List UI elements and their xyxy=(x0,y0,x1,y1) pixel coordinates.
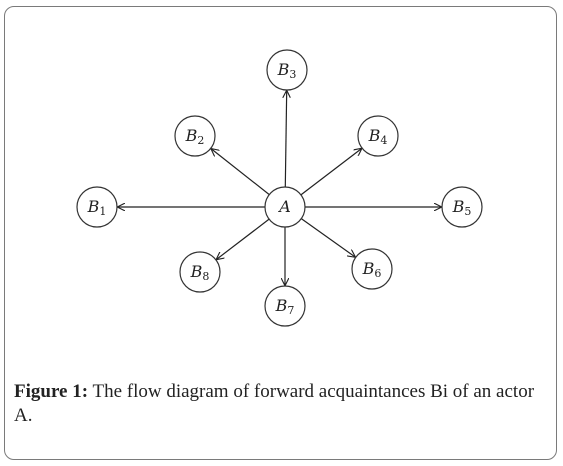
edge-a-to-b4 xyxy=(300,149,361,196)
node-b7: B7 xyxy=(264,285,306,327)
edge-a-to-b6 xyxy=(300,218,355,257)
caption-label: Figure 1: xyxy=(14,381,89,402)
node-circle xyxy=(179,251,221,293)
node-a: A xyxy=(264,186,306,228)
node-circle xyxy=(441,186,483,228)
node-circle xyxy=(174,115,216,157)
node-circle xyxy=(264,186,306,228)
node-label-subscript: 8 xyxy=(202,270,209,283)
node-circle xyxy=(76,186,118,228)
node-circle xyxy=(264,285,306,327)
node-label-subscript: 7 xyxy=(287,304,294,317)
edge-a-to-b3 xyxy=(285,91,286,188)
node-label: B7 xyxy=(275,296,295,317)
node-label-main: B xyxy=(368,126,381,145)
node-label-subscript: 2 xyxy=(197,134,204,147)
node-b3: B3 xyxy=(266,49,308,91)
node-label-main: B xyxy=(452,197,465,216)
node-label-main: B xyxy=(87,197,100,216)
node-label-main: B xyxy=(362,259,375,278)
node-label-main: B xyxy=(185,126,198,145)
node-circle xyxy=(357,115,399,157)
node-b4: B4 xyxy=(357,115,399,157)
node-label: B3 xyxy=(277,60,297,81)
node-label-subscript: 6 xyxy=(374,267,381,280)
node-label-subscript: 1 xyxy=(99,205,106,218)
node-label-main: B xyxy=(275,296,288,315)
edge-a-to-b8 xyxy=(217,218,270,259)
node-b6: B6 xyxy=(351,248,393,290)
node-label-main: B xyxy=(277,60,290,79)
node-label: B5 xyxy=(452,197,472,218)
node-b1: B1 xyxy=(76,186,118,228)
figure-caption: Figure 1: The flow diagram of forward ac… xyxy=(14,380,554,428)
node-label: B4 xyxy=(368,126,388,147)
node-label: B1 xyxy=(87,197,107,218)
node-label-subscript: 5 xyxy=(464,205,471,218)
edge-layer xyxy=(118,91,441,285)
node-circle xyxy=(351,248,393,290)
node-label: A xyxy=(277,197,291,216)
node-label: B6 xyxy=(362,259,382,280)
node-b2: B2 xyxy=(174,115,216,157)
node-label-subscript: 3 xyxy=(289,68,296,81)
caption-text: The flow diagram of forward acquaintance… xyxy=(14,381,535,426)
node-circle xyxy=(266,49,308,91)
edge-a-to-b2 xyxy=(211,149,270,196)
node-label: B8 xyxy=(190,262,210,283)
node-label-subscript: 4 xyxy=(380,134,387,147)
node-label: B2 xyxy=(185,126,205,147)
node-b8: B8 xyxy=(179,251,221,293)
node-label-main: A xyxy=(277,197,291,216)
node-b5: B5 xyxy=(441,186,483,228)
node-label-main: B xyxy=(190,262,203,281)
